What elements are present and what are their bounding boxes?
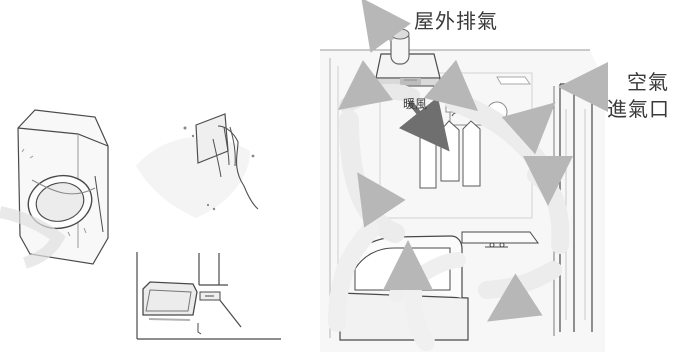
- warm-air-label: 暖風: [403, 97, 428, 111]
- warm-air-arrow: [398, 96, 450, 152]
- washing-machine-illustration: [0, 109, 109, 269]
- outdoor-exhaust-label: 屋外排氣: [414, 9, 498, 33]
- air-intake-label-line-1: 空氣: [627, 70, 669, 94]
- exhaust-arrow: [361, 0, 411, 53]
- floor-mat-illustration: [136, 252, 281, 340]
- air-intake-label-line-2: 進氣口: [607, 97, 670, 121]
- circulation-arrows: [338, 59, 608, 322]
- hand-wiping-illustration: [136, 113, 259, 218]
- ceiling-dryer-unit: [373, 28, 441, 87]
